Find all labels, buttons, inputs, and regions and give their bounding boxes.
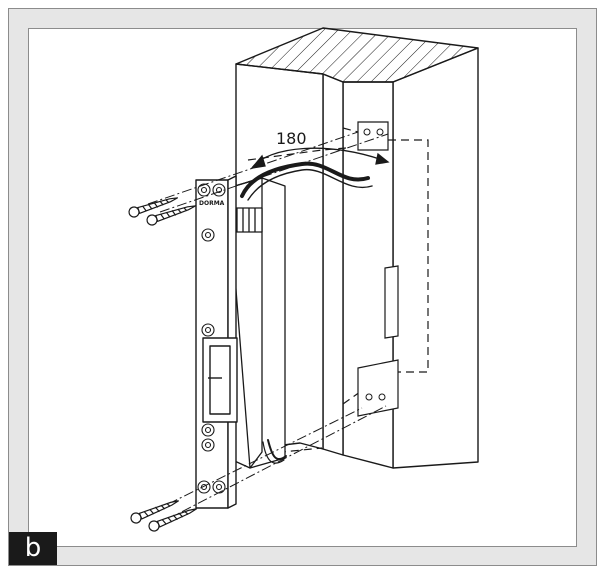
angle-label: 180 (276, 129, 307, 148)
rotation-arrow-icon (250, 147, 390, 169)
panel-label-background (9, 532, 57, 565)
faceplate (195, 175, 238, 509)
cable (240, 161, 373, 464)
brand-logo: DORMA (199, 200, 225, 207)
timber-section-hatch (235, 27, 479, 83)
alignment-lines (147, 131, 389, 521)
recess-screw-holes (363, 128, 386, 401)
screw-icon (128, 197, 197, 532)
faceplate-holes (197, 183, 226, 494)
panel-label: b (24, 533, 42, 563)
